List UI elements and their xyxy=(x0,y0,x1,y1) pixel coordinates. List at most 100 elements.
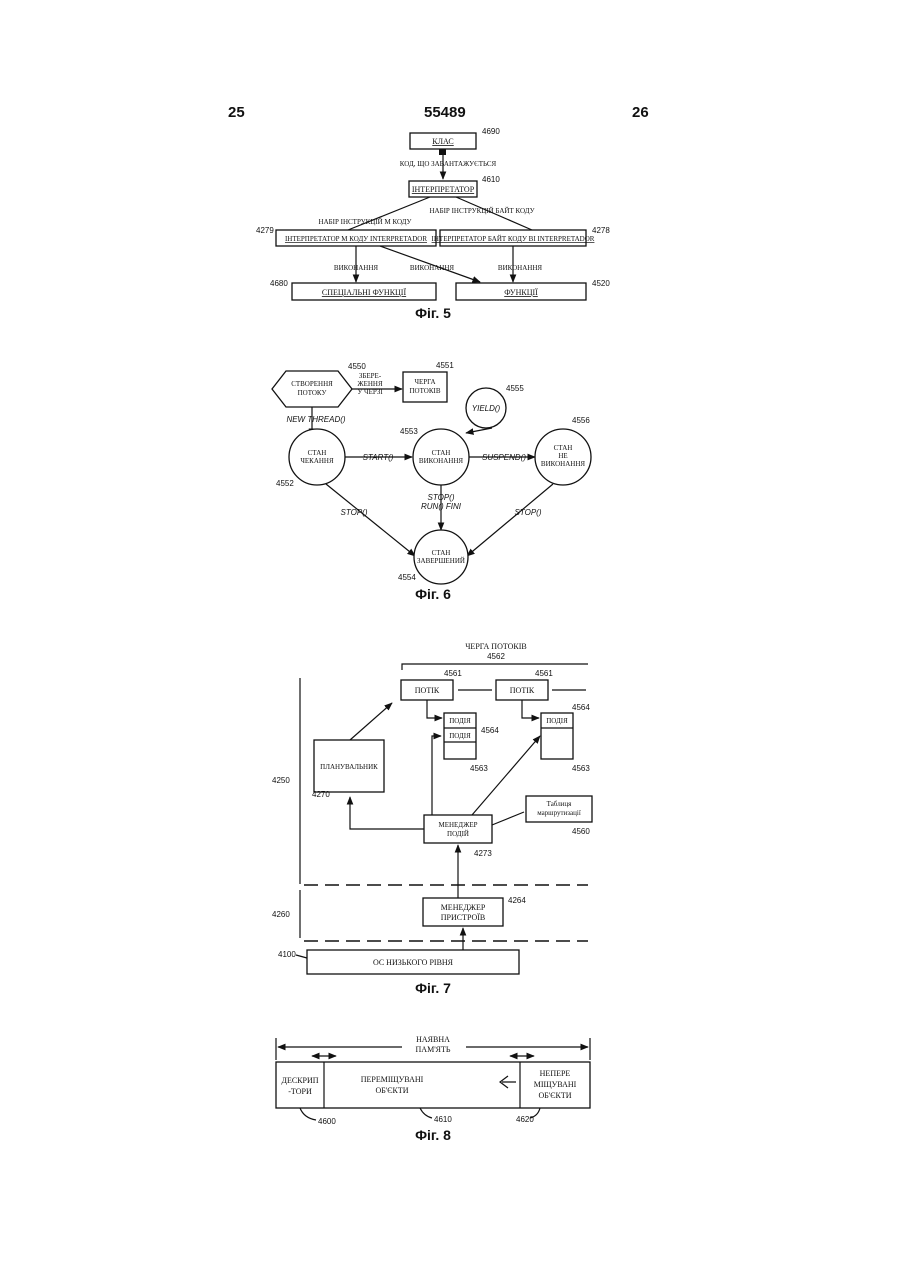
device-manager-line1: МЕНЕДЖЕР xyxy=(441,903,486,912)
stop-middle-line1: STOP() xyxy=(428,493,455,502)
store-label-line2: ЖЕННЯ xyxy=(357,380,383,388)
device-manager-ref: 4264 xyxy=(508,896,526,905)
thread-box-2-ref: 4561 xyxy=(535,669,553,678)
event-stack-2-ref: 4564 xyxy=(572,703,590,712)
state-running-line1: СТАН xyxy=(432,449,451,457)
left-branch-label: НАБІР ІНСТРУКЦІЙ М КОДУ xyxy=(319,218,412,226)
queue-title: ЧЕРГА ПОТОКІВ xyxy=(465,642,527,651)
available-memory-line1: НАЯВНА xyxy=(416,1035,450,1044)
thread-queue-line2: ПОТОКІВ xyxy=(409,387,440,395)
code-label: КОД, ЩО ЗАВАНТАЖУЄТЬСЯ xyxy=(400,160,497,168)
routing-table-ref: 4560 xyxy=(572,827,590,836)
suspend-label: SUSPEND() xyxy=(482,453,526,462)
functions-label: ФУНКЦІЇ xyxy=(504,288,538,297)
class-box-label: КЛАС xyxy=(432,137,453,146)
store-label-line1: ЗБЕРЕ- xyxy=(359,372,382,380)
event-stack-2-group-ref: 4563 xyxy=(572,764,590,773)
m-code-interpreter-label: ІНТЕРПРЕТАТОР М КОДУ INTERPRETADOR xyxy=(285,235,427,243)
state-running-line2: ВИКОНАННЯ xyxy=(419,457,463,465)
state-not-running-line2: НЕ xyxy=(558,452,567,460)
descriptors-line2: -ТОРИ xyxy=(288,1087,312,1096)
state-not-running-line3: ВИКОНАННЯ xyxy=(541,460,585,468)
state-finished-ref: 4554 xyxy=(398,573,416,582)
yield-label: YIELD() xyxy=(472,404,501,413)
event-1b-label: ПОДІЯ xyxy=(449,732,471,740)
layer-upper-ref: 4250 xyxy=(272,776,290,785)
exec-right-label: ВИКОНАННЯ xyxy=(498,264,542,272)
thread-box-1-ref: 4561 xyxy=(444,669,462,678)
figure-8: НАЯВНА ПАМ'ЯТЬ ДЕСКРИП -ТОРИ ПЕРЕМІЩУВАН… xyxy=(276,1035,590,1143)
byte-code-interpreter-ref: 4278 xyxy=(592,226,610,235)
create-thread-line1: СТВОРЕННЯ xyxy=(291,380,333,388)
device-manager-line2: ПРИСТРОЇВ xyxy=(441,913,486,922)
class-ref: 4690 xyxy=(482,127,500,136)
thread-box-2-label: ПОТІК xyxy=(510,686,535,695)
event-stack-1-ref: 4564 xyxy=(481,726,499,735)
functions-ref: 4520 xyxy=(592,279,610,288)
low-level-os-ref: 4100 xyxy=(278,950,296,959)
create-thread-ref: 4550 xyxy=(348,362,366,371)
interpreter-ref: 4610 xyxy=(482,175,500,184)
event-2a-label: ПОДІЯ xyxy=(546,717,568,725)
yield-ref: 4555 xyxy=(506,384,524,393)
stop-middle-line2: RUN() FINI xyxy=(421,502,462,511)
figure-5: КЛАС 4690 КОД, ЩО ЗАВАНТАЖУЄТЬСЯ ІНТЕРПР… xyxy=(256,127,610,321)
fixed-line1: НЕПЕРЕ xyxy=(540,1069,571,1078)
layer-lower-ref: 4260 xyxy=(272,910,290,919)
movable-ref: 4610 xyxy=(434,1115,452,1124)
state-running-ref: 4553 xyxy=(400,427,418,436)
special-functions-label: СПЕЦІАЛЬНІ ФУНКЦІЇ xyxy=(322,288,407,297)
exec-left-label: ВИКОНАННЯ xyxy=(334,264,378,272)
fig8-caption: Фіг. 8 xyxy=(415,1127,451,1143)
routing-table-line2: маршрутизації xyxy=(537,809,581,817)
right-branch-label: НАБІР ІНСТРУКЦІЙ БАЙТ КОДУ xyxy=(429,207,534,215)
event-manager-ref: 4273 xyxy=(474,849,492,858)
descriptors-ref: 4600 xyxy=(318,1117,336,1126)
thread-queue-ref: 4551 xyxy=(436,361,454,370)
fig5-caption: Фіг. 5 xyxy=(415,305,451,321)
movable-line1: ПЕРЕМІЩУВАНІ xyxy=(361,1075,424,1084)
exec-middle-label: ВИКОНАННЯ xyxy=(410,264,454,272)
descriptors-line1: ДЕСКРИП xyxy=(281,1076,318,1085)
stop-right-label: STOP() xyxy=(515,508,542,517)
class-connector xyxy=(439,149,446,155)
interpreter-box-label: ІНТЕРПРЕТАТОР xyxy=(412,185,475,194)
figure-7: ЧЕРГА ПОТОКІВ 4562 ПОТІК 4561 ПОТІК 4561… xyxy=(272,642,592,996)
state-finished-line1: СТАН xyxy=(432,549,451,557)
low-level-os-label: ОС НИЗЬКОГО РІВНЯ xyxy=(373,958,454,967)
fixed-line3: ОБ'ЄКТИ xyxy=(538,1091,571,1100)
event-manager-line2: ПОДІЙ xyxy=(447,830,469,838)
new-thread-label: NEW THREAD() xyxy=(286,415,345,424)
fixed-ref: 4620 xyxy=(516,1115,534,1124)
fig6-caption: Фіг. 6 xyxy=(415,586,451,602)
create-thread-line2: ПОТОКУ xyxy=(298,389,327,397)
m-code-interpreter-ref: 4279 xyxy=(256,226,274,235)
queue-ref: 4562 xyxy=(487,652,505,661)
thread-box-1-label: ПОТІК xyxy=(415,686,440,695)
state-finished-line2: ЗАВЕРШЕНИЙ xyxy=(417,557,465,565)
event-manager-box xyxy=(424,815,492,843)
thread-queue-line1: ЧЕРГА xyxy=(414,378,435,386)
fig7-caption: Фіг. 7 xyxy=(415,980,451,996)
figure-6: СТВОРЕННЯ ПОТОКУ 4550 ЗБЕРЕ- ЖЕННЯ У ЧЕР… xyxy=(272,361,591,602)
byte-code-interpreter-label: ІНТЕРПРЕТАТОР БАЙТ КОДУ BI INTERPRETADOR xyxy=(432,235,595,243)
state-waiting-line2: ЧЕКАННЯ xyxy=(300,457,334,465)
scheduler-label: ПЛАНУВАЛЬНИК xyxy=(320,763,378,771)
event-1a-label: ПОДІЯ xyxy=(449,717,471,725)
start-label: START() xyxy=(363,453,394,462)
special-functions-ref: 4680 xyxy=(270,279,288,288)
state-waiting-line1: СТАН xyxy=(308,449,327,457)
movable-line2: ОБ'ЄКТИ xyxy=(375,1086,408,1095)
state-not-running-ref: 4556 xyxy=(572,416,590,425)
available-memory-line2: ПАМ'ЯТЬ xyxy=(416,1045,451,1054)
stop-left-label: STOP() xyxy=(341,508,368,517)
routing-table-line1: Таблиця xyxy=(547,800,573,808)
state-not-running-line1: СТАН xyxy=(554,444,573,452)
scheduler-ref: 4270 xyxy=(312,790,330,799)
event-stack-1-group-ref: 4563 xyxy=(470,764,488,773)
fixed-line2: МІЩУВАНІ xyxy=(534,1080,577,1089)
queue-bracket xyxy=(402,664,588,670)
store-label-line3: У ЧЕРЗІ xyxy=(357,388,383,396)
